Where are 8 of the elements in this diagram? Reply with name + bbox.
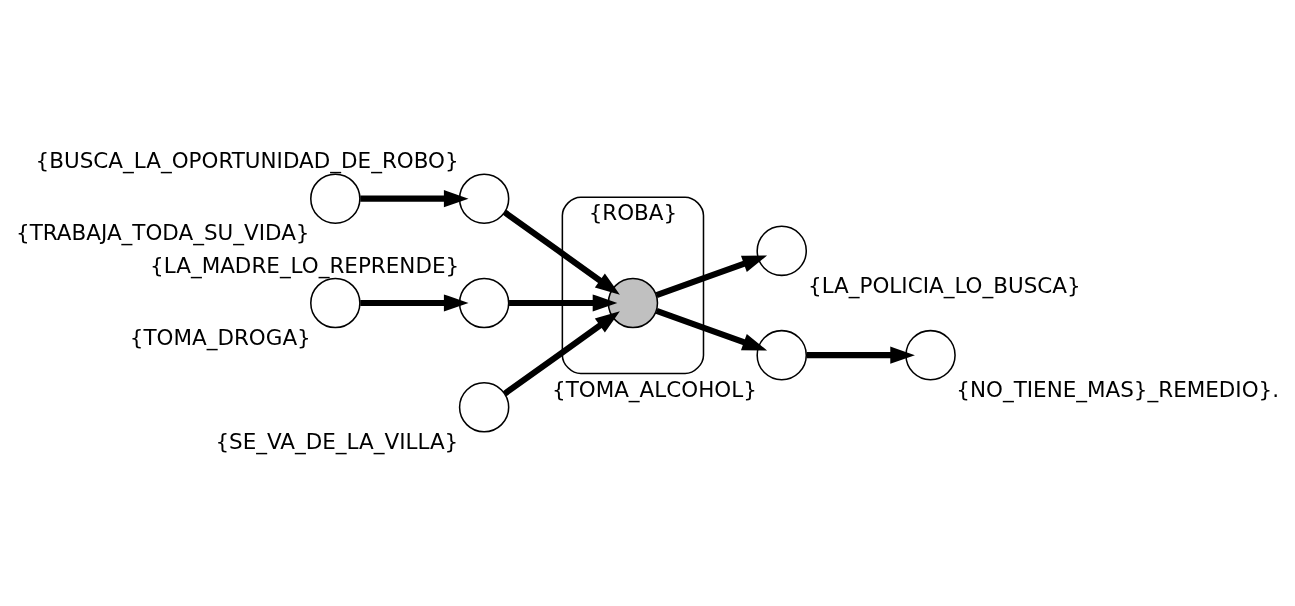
node-label: {NO_TIENE_MAS}_REMEDIO}.: [956, 376, 1280, 402]
node-label: {SE_VA_DE_LA_VILLA}: [215, 429, 459, 455]
node-label: {LA_POLICIA_LO_BUSCA}: [808, 272, 1081, 298]
node-label: {BUSCA_LA_OPORTUNIDAD_DE_ROBO}: [35, 148, 459, 174]
node-label: {TRABAJA_TODA_SU_VIDA}: [16, 220, 310, 246]
node-label: {TOMA_DROGA}: [129, 324, 311, 350]
node-label: {TOMA_ALCOHOL}: [551, 376, 757, 402]
node-label: {LA_MADRE_LO_REPRENDE}: [150, 252, 460, 278]
